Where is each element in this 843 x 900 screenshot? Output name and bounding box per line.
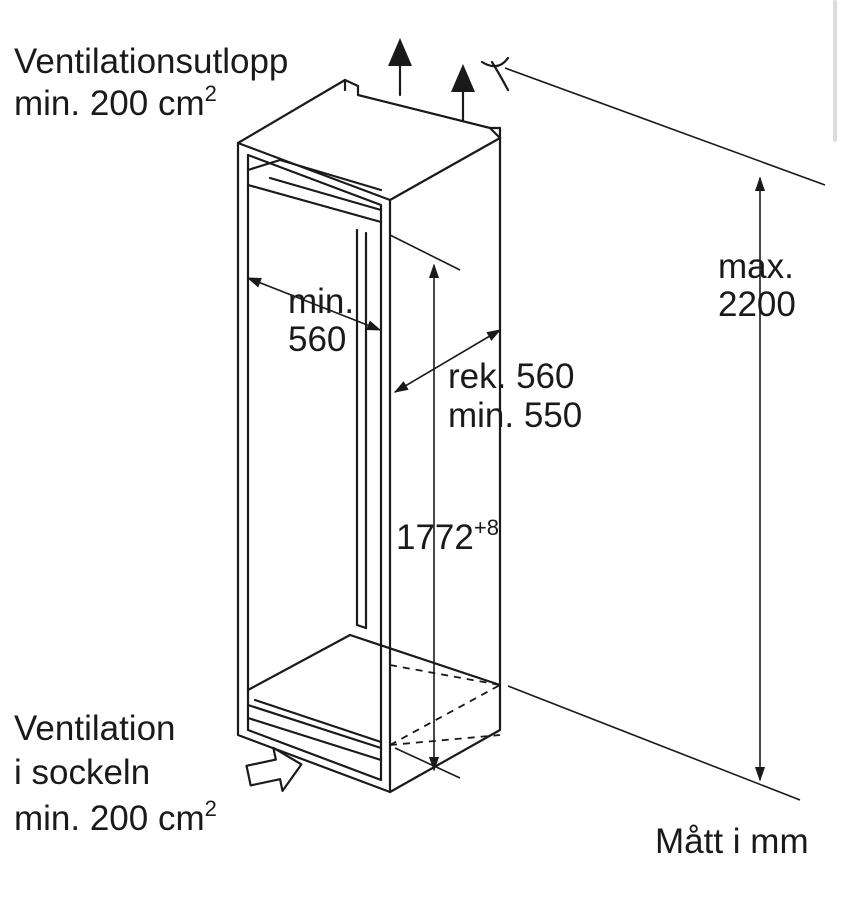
vent-base-area: min. 200 cm2	[14, 796, 217, 838]
depth-recommended: rek. 560	[448, 357, 574, 396]
max-height-dimension	[504, 67, 826, 801]
width-value: 560	[288, 320, 346, 359]
units-note: Mått i mm	[655, 822, 809, 861]
hidden-edges	[389, 664, 501, 746]
scrollbar-thumb[interactable]	[833, 0, 837, 142]
plinth-vent-arrow	[245, 746, 303, 792]
vent-outlet-area: min. 200 cm2	[14, 81, 217, 123]
vent-base-subtitle: i sockeln	[14, 753, 150, 792]
depth-dimension	[393, 329, 502, 393]
width-dimension	[246, 277, 382, 331]
niche-height-dimension	[389, 234, 461, 779]
vent-base-title: Ventilation	[14, 709, 176, 748]
break-symbol	[480, 56, 510, 92]
vent-outlet-arrows	[388, 38, 475, 122]
depth-minimum: min. 550	[448, 396, 582, 435]
niche-height-label: 1772+8	[396, 515, 499, 557]
max-height-prefix: max.	[718, 247, 794, 286]
vent-outlet-title: Ventilationsutlopp	[14, 42, 288, 81]
cabinet-outline	[236, 78, 502, 794]
max-height-value: 2200	[718, 285, 796, 324]
width-prefix: min.	[288, 282, 354, 321]
